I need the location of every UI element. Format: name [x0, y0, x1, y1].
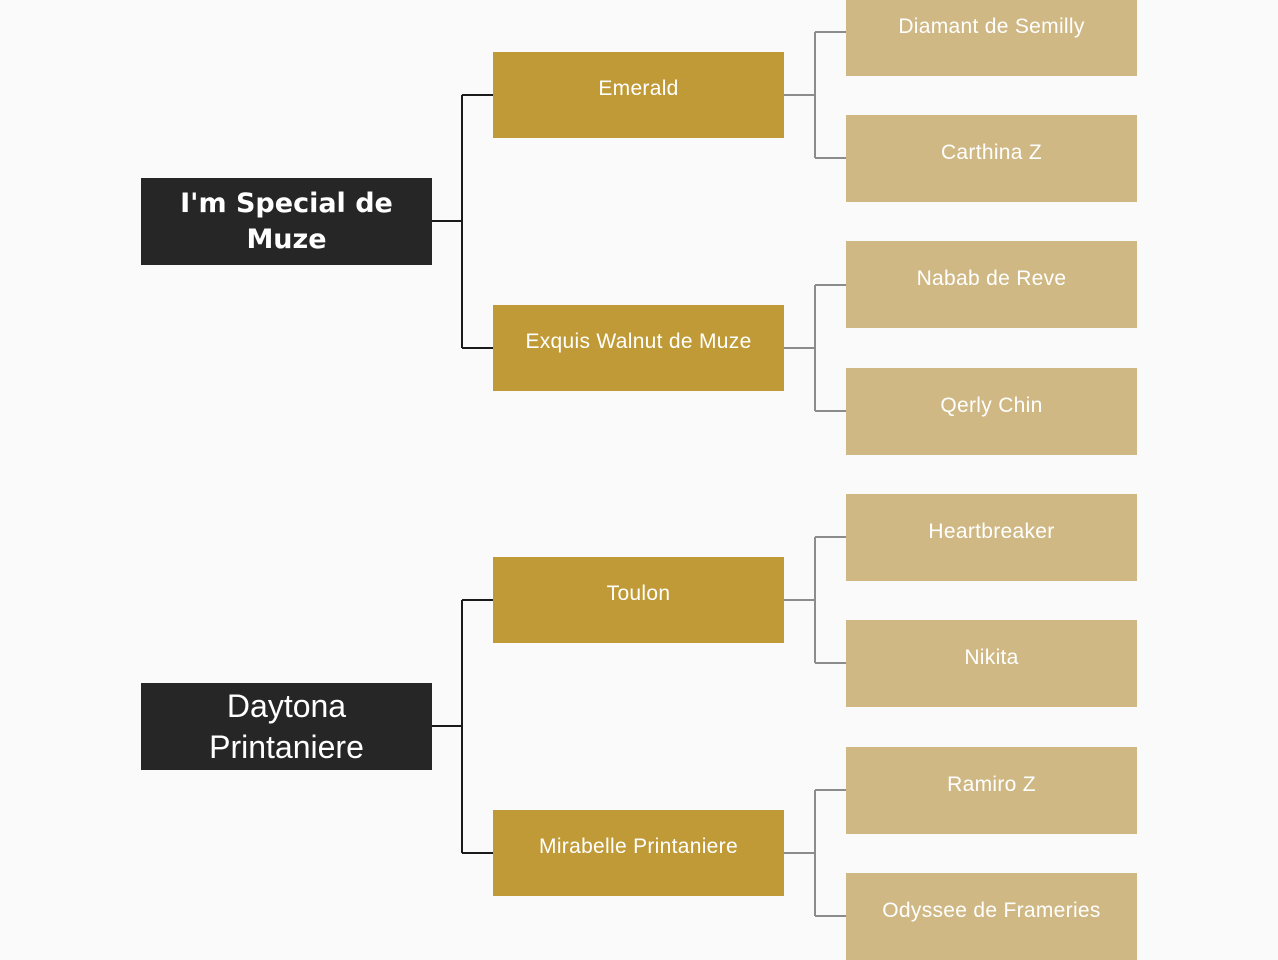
subject-box-1: I'm Special de Muze [141, 178, 432, 265]
parent-box-dam-2: Mirabelle Printaniere [493, 810, 784, 896]
grandparent-box: Diamant de Semilly [846, 0, 1137, 76]
parent-name: Mirabelle Printaniere [539, 835, 738, 858]
parent-box-dam-1: Exquis Walnut de Muze [493, 305, 784, 391]
grandparent-box: Nikita [846, 620, 1137, 707]
grandparent-box: Odyssee de Frameries [846, 873, 1137, 960]
parent-box-sire-2: Toulon [493, 557, 784, 643]
connector-subject-2 [432, 599, 493, 854]
grandparent-box: Nabab de Reve [846, 241, 1137, 328]
grandparent-box: Carthina Z [846, 115, 1137, 202]
grandparent-name: Qerly Chin [940, 393, 1043, 417]
grandparent-name: Nabab de Reve [916, 266, 1067, 290]
connector-parent-emerald [784, 31, 846, 159]
connector-parent-toulon [784, 536, 846, 664]
grandparent-name: Odyssee de Frameries [882, 898, 1101, 922]
parent-name: Emerald [598, 77, 679, 100]
grandparent-box: Qerly Chin [846, 368, 1137, 455]
grandparent-name: Diamant de Semilly [898, 14, 1085, 38]
grandparent-box: Heartbreaker [846, 494, 1137, 581]
grandparent-name: Heartbreaker [928, 519, 1055, 543]
parent-box-sire-1: Emerald [493, 52, 784, 138]
grandparent-box: Ramiro Z [846, 747, 1137, 834]
connector-parent-mirabelle [784, 789, 846, 917]
connector-subject-1 [432, 94, 493, 349]
subject-box-2: Daytona Printaniere [141, 683, 432, 770]
grandparent-name: Ramiro Z [947, 772, 1036, 796]
connector-parent-exquis [784, 284, 846, 412]
subject-name: I'm Special de Muze [180, 187, 393, 255]
subject-name: Daytona Printaniere [209, 687, 364, 765]
parent-name: Toulon [606, 582, 671, 605]
parent-name: Exquis Walnut de Muze [525, 330, 752, 353]
grandparent-name: Nikita [964, 645, 1019, 669]
grandparent-name: Carthina Z [940, 140, 1043, 164]
